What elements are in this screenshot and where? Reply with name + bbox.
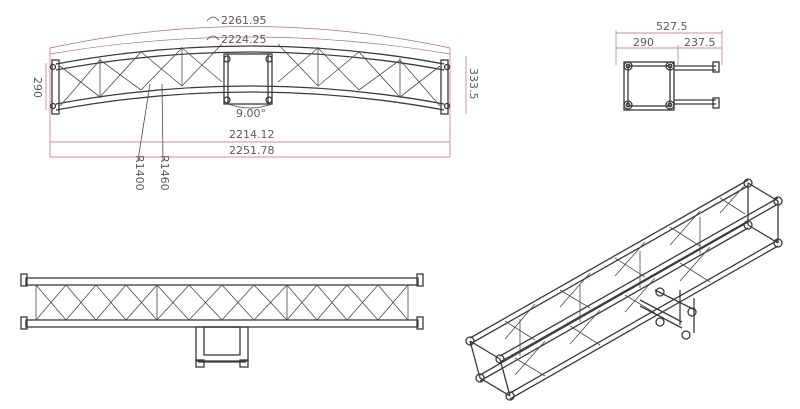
front-tee-stub (195, 326, 249, 368)
iso-lacing (504, 184, 746, 377)
angle-label: 9.00° (236, 107, 266, 120)
centre-tee-box (223, 53, 273, 105)
arc-length-symbol-icon (206, 35, 220, 41)
end-view: 527.5 290 237.5 (615, 20, 723, 111)
right-height-label: 333.5 (467, 68, 480, 100)
outer-arc-label: 2261.95 (206, 14, 267, 27)
iso-tee-branch (639, 287, 697, 340)
radius-inner-label: R1400 (133, 155, 146, 191)
inner-arc-dimension (49, 36, 451, 55)
isometric-view (465, 178, 783, 401)
svg-text:2261.95: 2261.95 (221, 14, 267, 27)
front-lacing (35, 284, 409, 321)
radius-outer-label: R1460 (158, 155, 171, 191)
bottom-chord (55, 85, 445, 105)
svg-text:2224.25: 2224.25 (221, 33, 267, 46)
front-view (20, 273, 424, 368)
total-width-label: 527.5 (656, 20, 688, 33)
tee-width-label: 237.5 (684, 36, 716, 49)
lacing (59, 43, 441, 107)
inner-arc-label: 2224.25 (206, 33, 267, 46)
section-width-label: 290 (633, 36, 654, 49)
outer-arc-dimension (49, 26, 451, 49)
arc-length-symbol-icon (206, 16, 220, 22)
outer-chord-label: 2251.78 (229, 144, 275, 157)
top-chord (55, 45, 445, 65)
top-view: 2261.95 2224.25 (31, 14, 480, 191)
inner-chord-label: 2214.12 (229, 128, 275, 141)
left-height-label: 290 (31, 77, 44, 98)
